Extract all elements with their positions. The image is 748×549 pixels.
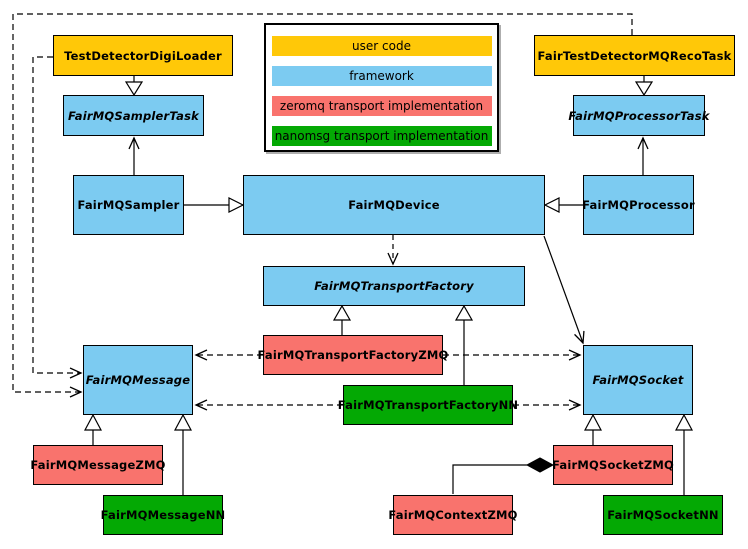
edge-messagenn-to-message-generalization — [174, 413, 192, 495]
edge-tfzmq-to-transportfactory-generalization — [332, 304, 352, 335]
node-label: FairMQSamplerTask — [68, 108, 199, 123]
edge-socketzmq-contextzmq-composition — [452, 457, 555, 494]
edge-processor-to-device-generalization — [543, 197, 583, 213]
node-label: FairMQTransportFactory — [314, 279, 474, 293]
node-fairmqprocessor: FairMQProcessor — [582, 175, 695, 235]
edge-socketzmq-to-socket-generalization — [584, 413, 602, 445]
node-label: FairMQDevice — [348, 198, 440, 212]
legend-item-zeromq: zeromq transport implementation — [271, 96, 492, 116]
legend-label: user code — [352, 39, 411, 53]
node-fairmqtransportfactorynn: FairMQTransportFactoryNN — [338, 385, 518, 425]
node-label: FairMQContextZMQ — [388, 508, 518, 522]
node-label: FairMQSocketNN — [607, 508, 719, 522]
node-fairmqsocketzmq: FairMQSocketZMQ — [552, 445, 674, 485]
node-label: FairMQProcessorTask — [568, 108, 710, 123]
node-fairmqcontextzmq: FairMQContextZMQ — [388, 495, 517, 535]
edge-digiloader-to-message-dependency — [32, 56, 81, 373]
node-label: FairMQMessageNN — [100, 508, 226, 522]
node-fairmqmessagezmq: FairMQMessageZMQ — [30, 445, 166, 485]
edge-recotask-to-message-dependency — [12, 13, 633, 392]
node-label: FairMQProcessor — [582, 198, 695, 212]
node-label: FairMQMessage — [85, 373, 191, 387]
node-fairmqsamplertask: FairMQSamplerTask — [63, 95, 204, 136]
edge-recotask-to-processortask-generalization — [634, 76, 654, 97]
edge-messagezmq-to-message-generalization — [84, 413, 102, 445]
node-fairmqmessagenn: FairMQMessageNN — [100, 495, 226, 535]
node-fairmqsocket: FairMQSocket — [583, 345, 693, 415]
node-fairmqsampler: FairMQSampler — [73, 175, 184, 235]
node-fairmqtransportfactoryzmq: FairMQTransportFactoryZMQ — [258, 335, 448, 375]
edge-device-to-socket-association — [543, 235, 583, 343]
legend: user code framework zeromq transport imp… — [264, 23, 499, 152]
node-fairmqmessage: FairMQMessage — [83, 345, 193, 415]
node-label: FairMQSampler — [77, 198, 180, 212]
node-label: TestDetectorDigiLoader — [64, 48, 222, 63]
node-testdetectordigiloader: TestDetectorDigiLoader — [53, 35, 233, 76]
edge-digiloader-to-samplertask-generalization — [124, 76, 144, 97]
node-label: FairMQSocketZMQ — [552, 458, 674, 472]
node-label: FairMQTransportFactoryZMQ — [257, 348, 449, 362]
node-label: FairMQMessageZMQ — [30, 458, 166, 472]
edge-socketnn-to-socket-generalization — [675, 413, 693, 495]
node-label: FairMQTransportFactoryNN — [337, 398, 519, 412]
node-label: FairTestDetectorMQRecoTask — [537, 48, 732, 63]
node-fairtestdetectormqrecotask: FairTestDetectorMQRecoTask — [534, 35, 735, 76]
legend-label: framework — [349, 69, 414, 83]
node-fairmqprocessortask: FairMQProcessorTask — [568, 95, 709, 136]
node-fairmqsocketnn: FairMQSocketNN — [603, 495, 723, 535]
edge-tfnn-to-transportfactory-generalization — [454, 304, 474, 385]
node-fairmqdevice: FairMQDevice — [243, 175, 545, 235]
legend-label: zeromq transport implementation — [279, 99, 484, 113]
legend-label: nanomsg transport implementation — [274, 129, 489, 143]
legend-item-framework: framework — [271, 66, 492, 86]
node-fairmqtransportfactory: FairMQTransportFactory — [263, 266, 525, 306]
node-label: FairMQSocket — [592, 373, 684, 387]
legend-item-user-code: user code — [271, 36, 492, 56]
legend-item-nanomsg: nanomsg transport implementation — [271, 126, 492, 146]
edge-sampler-to-device-generalization — [184, 197, 245, 213]
